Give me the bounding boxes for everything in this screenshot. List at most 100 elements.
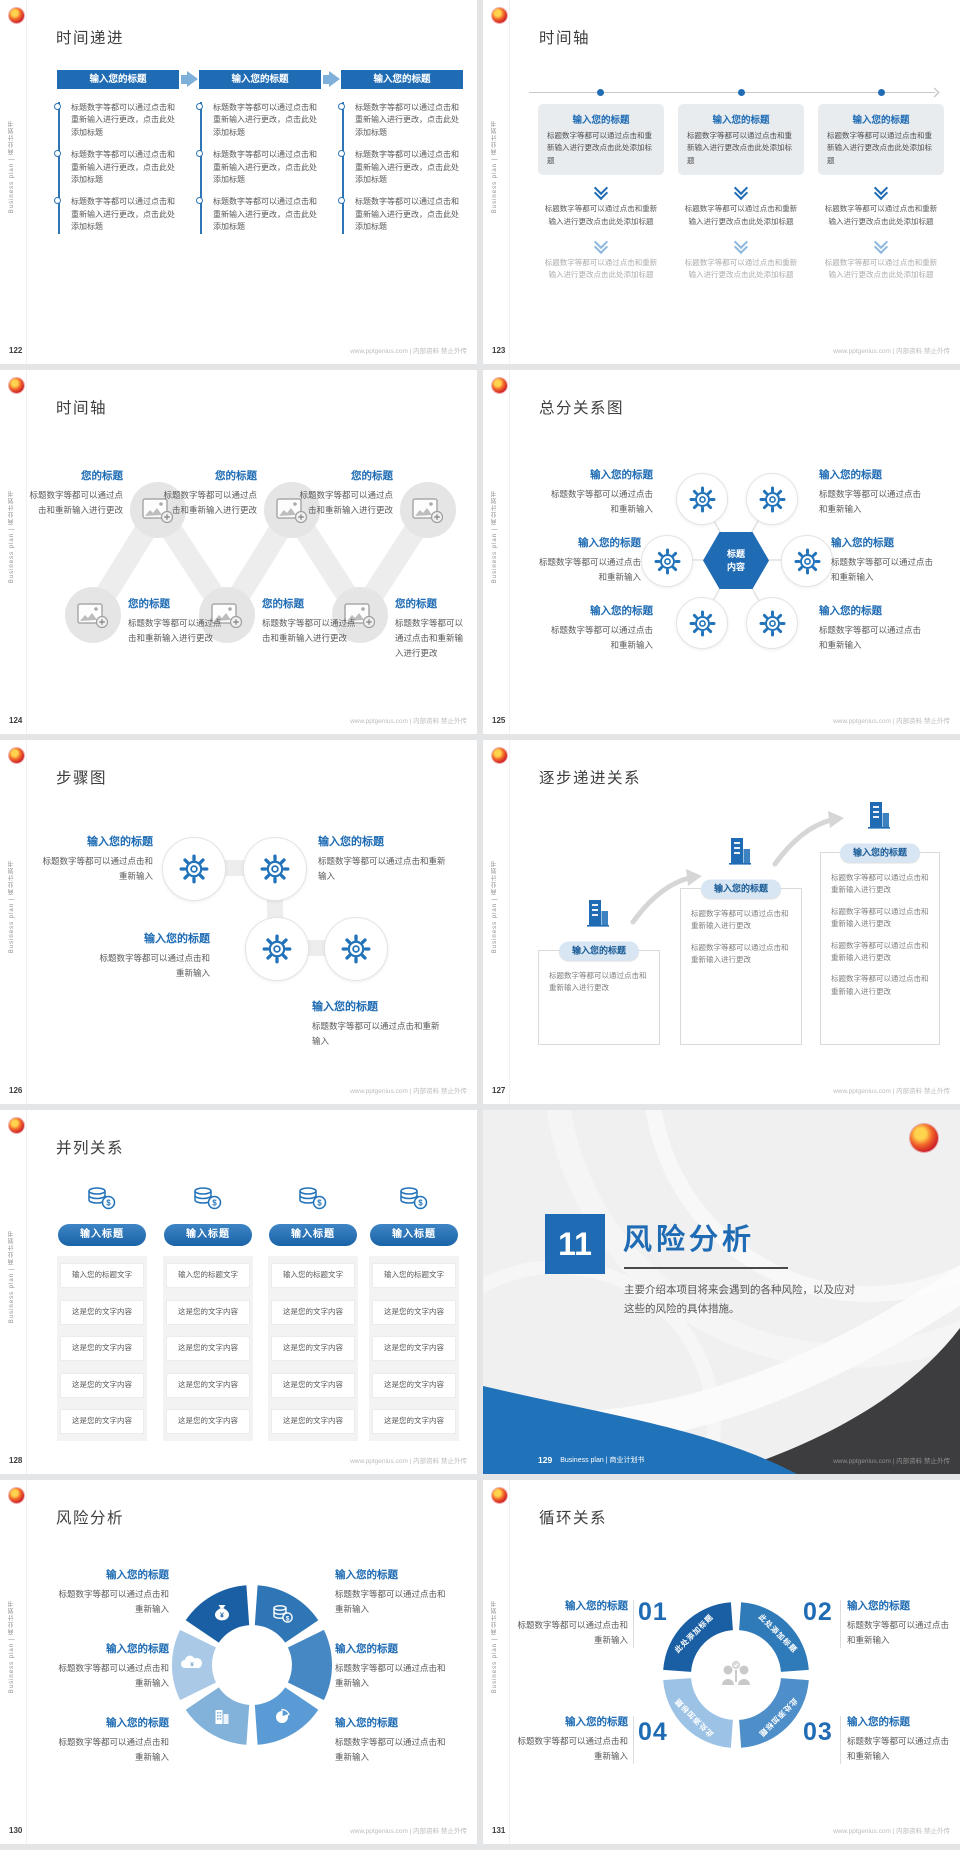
svg-text:¥: ¥ <box>220 1613 224 1620</box>
process-column: 输入您的标题 标题数字等都可以通过点击和重新输入进行更改，点击此处添加标题 标题… <box>53 70 179 244</box>
slide-131[interactable]: Business plan | 商业计划书 循环关系 此处添加标题 此处添加标题… <box>483 1480 960 1844</box>
coins-icon: $ <box>273 1605 293 1623</box>
svg-text:$: $ <box>286 1616 290 1623</box>
page-number: 127 <box>492 1086 506 1095</box>
step-text: 标题数字等都可以通过点击和重新输入进行更改点击此处添加标题 <box>684 204 798 226</box>
cycle-text-block: 输入您的标题 标题数字等都可以通过点击和重新输入 <box>847 1600 950 1645</box>
building-icon <box>865 800 893 835</box>
footer-url: www.pptgenius.com | 内部资料 禁止外传 <box>833 1458 950 1465</box>
divider-line <box>840 1716 841 1764</box>
table-cell: 这是您的文字内容 <box>372 1372 456 1398</box>
footer-url: www.pptgenius.com | 内部资料 禁止外传 <box>350 348 467 355</box>
table-cell: 这是您的文字内容 <box>60 1336 144 1361</box>
chevron-down-icon <box>818 234 944 254</box>
footer-url: www.pptgenius.com | 内部资料 禁止外传 <box>350 718 467 725</box>
table-cell: 这是您的文字内容 <box>271 1372 355 1398</box>
milestone-text: 您的标题 标题数字等都可以通过点击和重新输入进行更改 <box>128 598 222 643</box>
cycle-text-block: 输入您的标题 标题数字等都可以通过点击和重新输入 <box>517 1716 628 1761</box>
svg-text:¥: ¥ <box>190 1662 194 1669</box>
parallel-column: 输入标题 输入您的标题文字 这是您的文字内容 这是您的文字内容 这是您的文字内容… <box>268 1186 358 1441</box>
coins-icon <box>194 1187 222 1210</box>
list-item: 标题数字等都可以通过点击和重新输入进行更改，点击此处添加标题 <box>337 196 463 233</box>
step-number: 04 <box>638 1718 668 1746</box>
slide-127[interactable]: Business plan | 商业计划书 逐步递进关系 输入您的标题 标题数字… <box>483 740 960 1104</box>
brand-logo-icon <box>9 8 24 23</box>
step-band <box>193 860 355 956</box>
table-cell: 这是您的文字内容 <box>60 1372 144 1398</box>
people-icon <box>722 1660 750 1685</box>
slide-130[interactable]: Business plan | 商业计划书 风险分析 ¥ <box>0 1480 477 1844</box>
wave-decoration <box>483 1264 960 1474</box>
table-cell: 这是您的文字内容 <box>271 1409 355 1434</box>
table-cell: 这是您的文字内容 <box>60 1409 144 1434</box>
footer-url: www.pptgenius.com | 内部资料 禁止外传 <box>350 1088 467 1095</box>
step-text-block: 输入您的标题 标题数字等都可以通过点击和重新输入 <box>312 1001 440 1046</box>
column-body: 输入您的标题文字 这是您的文字内容 这是您的文字内容 这是您的文字内容 这是您的… <box>268 1256 358 1441</box>
page-number: 126 <box>9 1086 23 1095</box>
timeline-column: 输入您的标题 标题数字等都可以通过点击和重新输入进行更改点击此处添加标题 标题数… <box>818 104 944 282</box>
slide-129[interactable]: 11 风险分析 主要介绍本项目将来会遇到的各种风险，以及应对这些的风险的具体措施… <box>483 1110 960 1474</box>
page-number: 125 <box>492 716 506 725</box>
page-title: 风险分析 <box>56 1510 125 1527</box>
gear-icon <box>746 473 798 525</box>
page-title: 循环关系 <box>539 1510 608 1527</box>
brand-logo-icon <box>492 8 507 23</box>
gear-icon <box>243 837 307 901</box>
stage-title-pill: 输入您的标题 <box>700 879 782 899</box>
risk-text-block: 输入您的标题 标题数字等都可以通过点击和重新输入 <box>58 1643 169 1688</box>
slide-124[interactable]: Business plan | 商业计划书 时间轴 您的标题 标题数字等都可以通… <box>0 370 477 734</box>
column-title-pill: 输入标题 <box>58 1224 146 1246</box>
callout-body: 标题数字等都可以通过点击和重新输入进行更改点击此处添加标题 <box>547 131 652 165</box>
footer-url: www.pptgenius.com | 内部资料 禁止外传 <box>833 1088 950 1095</box>
slide-rail: Business plan | 商业计划书 <box>0 1110 27 1474</box>
chevron-down-icon <box>538 181 664 201</box>
footer-label: Business plan | 商业计划书 <box>560 1457 645 1464</box>
topic-text: 输入您的标题 标题数字等都可以通过点击和重新输入 <box>819 605 922 650</box>
table-cell: 输入您的标题文字 <box>60 1263 144 1288</box>
slide-125[interactable]: Business plan | 商业计划书 总分关系图 标题 内容 <box>483 370 960 734</box>
table-cell: 这是您的文字内容 <box>372 1299 456 1325</box>
coins-icon <box>400 1187 428 1210</box>
gear-icon <box>641 535 693 587</box>
building-icon <box>726 836 754 871</box>
brand-logo-icon <box>9 748 24 763</box>
timeline-column: 输入您的标题 标题数字等都可以通过点击和重新输入进行更改点击此处添加标题 标题数… <box>538 104 664 282</box>
milestone-text: 您的标题 标题数字等都可以通过点击和重新输入进行更改 <box>299 470 393 515</box>
slide-126[interactable]: Business plan | 商业计划书 步骤图 输入您的标题 标题数字等都可… <box>0 740 477 1104</box>
hex-line: 内容 <box>726 561 745 572</box>
slide-123[interactable]: Business plan | 商业计划书 时间轴 输入您的标题 标题数字等都可… <box>483 0 960 364</box>
slide-122[interactable]: Business plan | 商业计划书 时间递进 输入您的标题 标题数字等都… <box>0 0 477 364</box>
page-title: 并列关系 <box>56 1140 125 1157</box>
image-placeholder-icon <box>400 482 456 538</box>
step-text: 标题数字等都可以通过点击和重新输入进行更改点击此处添加标题 <box>544 204 658 226</box>
section-description: 主要介绍本项目将来会遇到的各种风险，以及应对这些的风险的具体措施。 <box>624 1284 855 1315</box>
page-title: 时间递进 <box>56 30 125 47</box>
risk-text-block: 输入您的标题 标题数字等都可以通过点击和重新输入 <box>58 1569 169 1614</box>
footer-url: www.pptgenius.com | 内部资料 禁止外传 <box>833 718 950 725</box>
brand-logo-icon <box>492 378 507 393</box>
slide-rail: Business plan | 商业计划书 <box>483 0 510 364</box>
coins-icon <box>299 1187 327 1210</box>
zigzag-band <box>83 489 438 636</box>
divider-line <box>633 1716 634 1764</box>
table-cell: 这是您的文字内容 <box>166 1336 250 1361</box>
stage-paragraph: 标题数字等都可以通过点击和重新输入进行更改 <box>831 906 929 929</box>
arrow-right-icon <box>181 71 198 87</box>
list-item: 标题数字等都可以通过点击和重新输入进行更改，点击此处添加标题 <box>195 196 321 233</box>
topic-text: 输入您的标题 标题数字等都可以通过点击和重新输入 <box>538 537 641 582</box>
page-number: 131 <box>492 1826 506 1835</box>
pinwheel-diagram: ¥ $ <box>171 1585 333 1745</box>
risk-text-block: 输入您的标题 标题数字等都可以通过点击和重新输入 <box>335 1717 446 1762</box>
page-number: 128 <box>9 1456 23 1465</box>
stage-paragraph: 标题数字等都可以通过点击和重新输入进行更改 <box>831 974 929 996</box>
page-title: 总分关系图 <box>539 400 625 417</box>
stage-paragraph: 标题数字等都可以通过点击和重新输入进行更改 <box>831 873 929 895</box>
slide-128[interactable]: Business plan | 商业计划书 并列关系 输入标题 输入您的标题文字… <box>0 1110 477 1474</box>
stage-paragraph: 标题数字等都可以通过点击和重新输入进行更改 <box>691 942 789 965</box>
stage-title-pill: 输入您的标题 <box>558 941 640 961</box>
gear-icon <box>676 597 728 649</box>
callout-title: 输入您的标题 <box>712 115 770 126</box>
table-cell: 这是您的文字内容 <box>166 1409 250 1434</box>
risk-text-block: 输入您的标题 标题数字等都可以通过点击和重新输入 <box>335 1569 446 1614</box>
table-cell: 这是您的文字内容 <box>60 1299 144 1325</box>
